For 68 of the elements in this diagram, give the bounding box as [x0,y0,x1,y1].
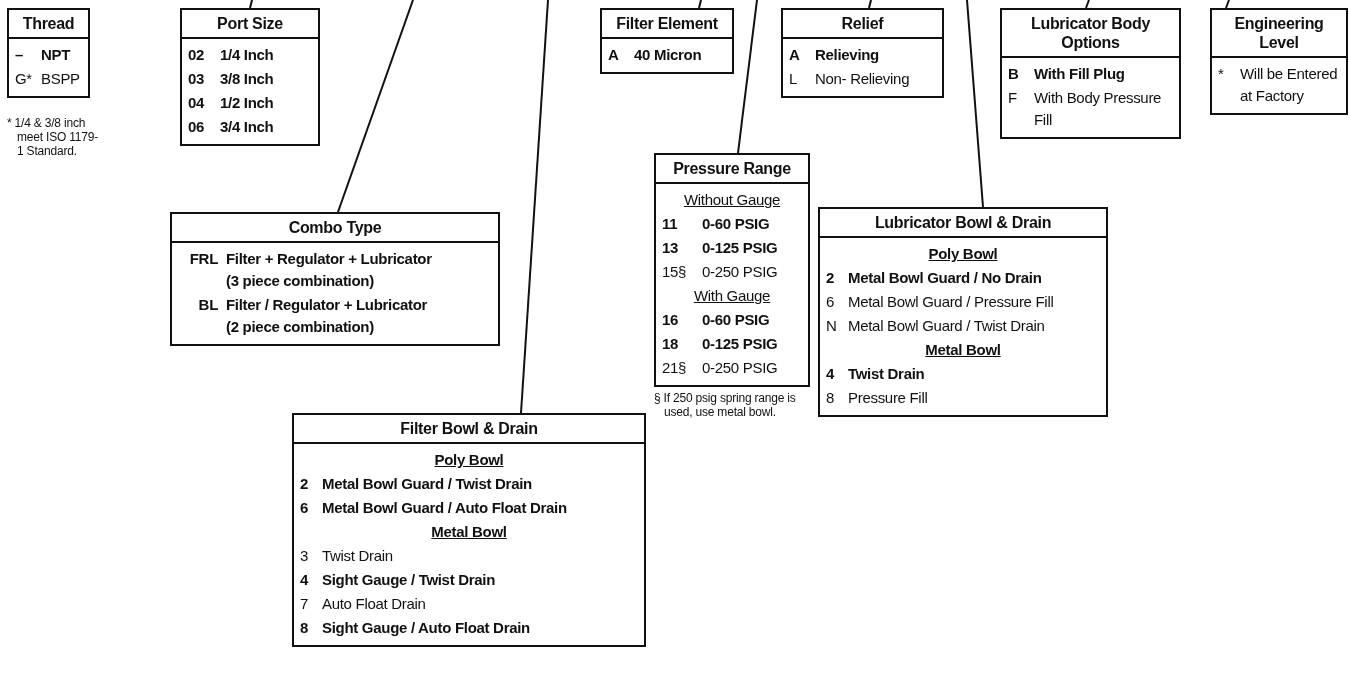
option-row-text: 2 Metal Bowl Guard / Twist Drain [300,474,533,494]
option-row-text: A Relieving [789,45,880,65]
option-row-text: 6 Metal Bowl Guard / Pressure Fill [826,292,1055,312]
option-row-text: 3 Twist Drain [300,546,394,566]
option-table [292,413,646,647]
option-row-text: 04 1/2 Inch [188,93,275,113]
table-heading: Lubricator Body Options [1002,10,1179,58]
option-row-text: * Will be Entered at Factory [1218,64,1339,106]
option-row-text: F With Body Pressure Fill [1008,88,1163,130]
option-row-text: L Non- Relieving [789,69,911,89]
option-row-text: 4 Sight Gauge / Twist Drain [300,570,497,590]
option-table [170,212,500,346]
option-row-text: 18 0-125 PSIG [662,334,779,354]
leader-line [520,0,549,414]
table-heading: Filter Bowl & Drain [294,415,644,444]
option-row-text: 8 Sight Gauge / Auto Float Drain [300,618,531,638]
option-row-text: 8 Pressure Fill [826,388,929,408]
option-row-text: 6 Metal Bowl Guard / Auto Float Drain [300,498,568,518]
table-heading: Lubricator Bowl & Drain [820,209,1106,238]
table-heading: Engineering Level [1212,10,1346,58]
option-row-text: G* BSPP [15,69,81,89]
table-heading: Relief [783,10,942,39]
option-table [7,8,90,98]
option-row-text: A 40 Micron [608,45,703,65]
footnote: § If 250 psig spring range is used, use metal bowl. [654,391,797,419]
option-row-text: 7 Auto Float Drain [300,594,427,614]
leader-line [1225,0,1230,9]
option-row-text: – NPT [15,45,72,65]
option-table [781,8,944,98]
section-heading: Metal Bowl [430,522,508,542]
table-heading: Filter Element [602,10,732,39]
option-row-text: 2 Metal Bowl Guard / No Drain [826,268,1043,288]
option-row-text: N Metal Bowl Guard / Twist Drain [826,316,1046,336]
section-heading: Metal Bowl [924,340,1002,360]
leader-line [966,0,984,208]
option-row-text: B With Fill Plug [1008,64,1126,84]
section-heading: Without Gauge [682,190,782,210]
table-heading: Thread [9,10,88,39]
option-table [180,8,320,146]
option-table [600,8,734,74]
option-row-text: BL Filter / Regulator + Lubricator (2 piece combination) [197,295,429,337]
option-row-text: 13 0-125 PSIG [662,238,779,258]
option-row-text: 03 3/8 Inch [188,69,275,89]
option-table [654,153,810,387]
section-heading: Poly Bowl [433,450,505,470]
leader-line [249,0,253,9]
leader-line [337,0,414,213]
option-table [1000,8,1181,139]
option-row-text: 11 0-60 PSIG [662,214,771,234]
option-row-text: 21§ 0-250 PSIG [662,358,779,378]
option-table [818,207,1108,417]
leader-line [737,0,758,154]
option-row-text: 15§ 0-250 PSIG [662,262,779,282]
section-heading: Poly Bowl [927,244,999,264]
option-row-text: 06 3/4 Inch [188,117,275,137]
table-heading: Combo Type [172,214,498,243]
option-row-text: 02 1/4 Inch [188,45,275,65]
leader-line [868,0,872,9]
leader-line [698,0,702,9]
option-row-text: 4 Twist Drain [826,364,926,384]
footnote: * 1/4 & 3/8 inch meet ISO 1179-1 Standard. [7,116,99,158]
table-heading: Pressure Range [656,155,808,184]
leader-line [1085,0,1090,9]
option-row-text: 16 0-60 PSIG [662,310,771,330]
option-table [1210,8,1348,115]
table-heading: Port Size [182,10,318,39]
section-heading: With Gauge [692,286,772,306]
option-row-text: FRL Filter + Regulator + Lubricator (3 piece combination) [188,249,433,291]
